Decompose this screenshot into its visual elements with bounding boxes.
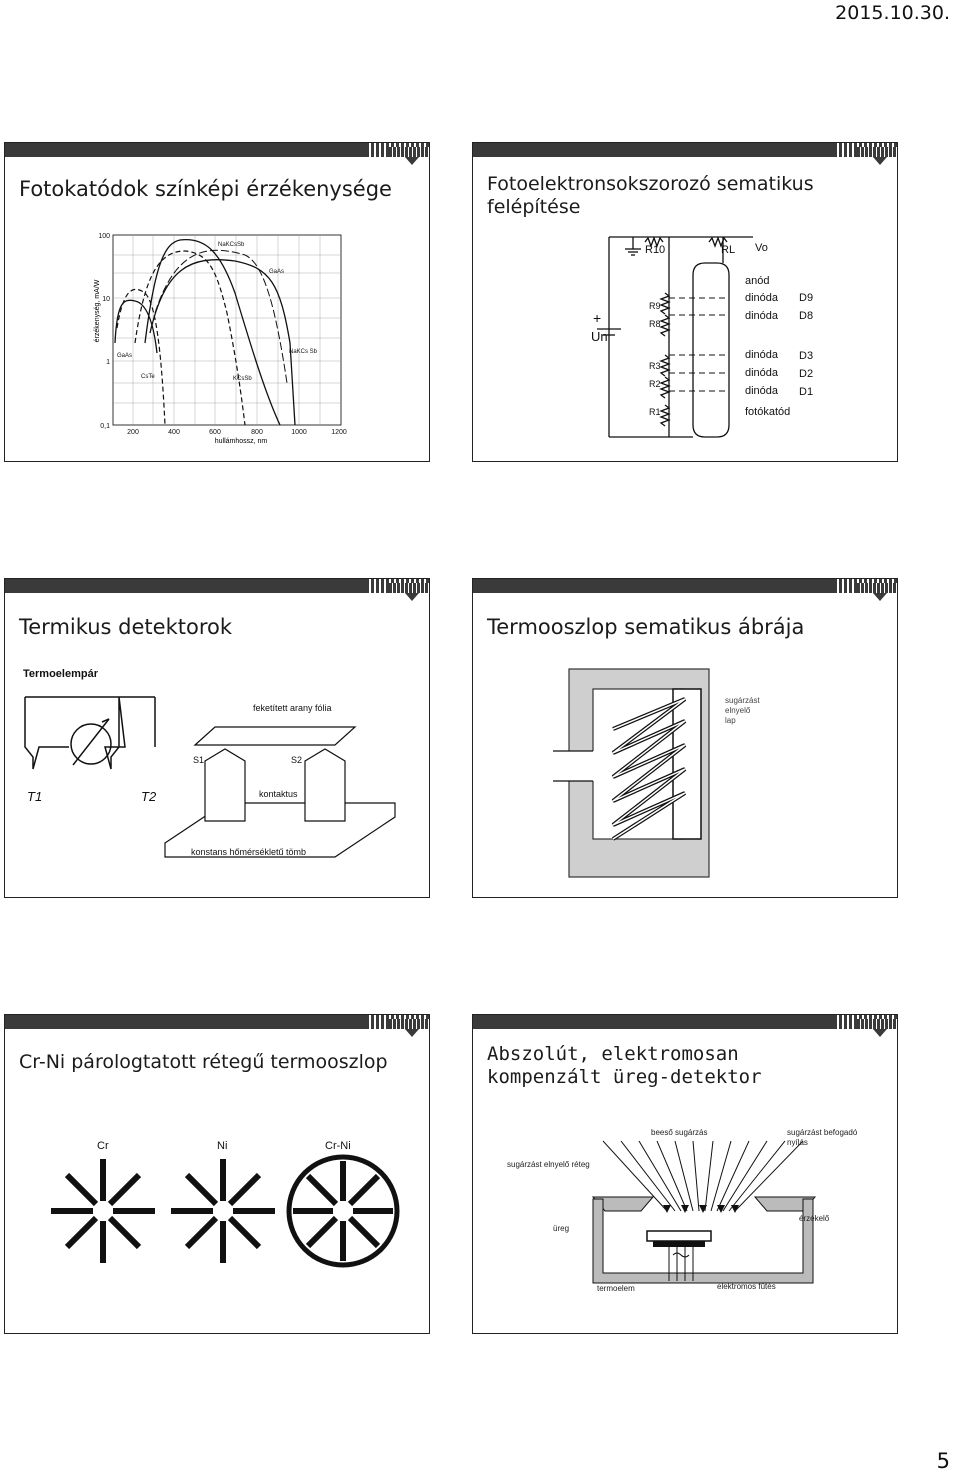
label-thermocouple: termoelem <box>597 1284 635 1293</box>
label-heating: elektromos fűtés <box>717 1282 776 1291</box>
label-aperture: sugárzást befogadó <box>787 1128 858 1137</box>
slide-header-bar <box>473 143 897 157</box>
x-tick: 1200 <box>331 429 347 436</box>
label-d9: D9 <box>799 292 813 304</box>
label-un: Un <box>591 329 608 344</box>
label-s2: S2 <box>291 755 302 765</box>
label-sensor: érzékelő <box>799 1214 830 1223</box>
slide-header-bar <box>5 143 429 157</box>
crni-patterns: Cr Ni Cr-Ni <box>51 1140 400 1268</box>
absorber-label: sugárzást <box>725 696 760 705</box>
x-tick: 400 <box>168 429 180 436</box>
label-r10: R10 <box>645 244 665 256</box>
label-r2: R2 <box>649 379 661 389</box>
label-ni: Ni <box>217 1140 227 1152</box>
label-rl: RL <box>721 244 735 256</box>
slide-title-line: Abszolút, elektromosan <box>487 1043 739 1065</box>
curve-gaas-2 <box>114 299 158 354</box>
curve-label: CsTe <box>141 374 155 380</box>
label-s1: S1 <box>193 755 204 765</box>
label-r8: R8 <box>649 319 661 329</box>
label-d3: D3 <box>799 350 813 362</box>
slide-header-bar <box>5 579 429 593</box>
absorber-label: elnyelő <box>725 706 751 715</box>
curve-label: GaAs <box>117 353 132 359</box>
page-number: 5 <box>936 1449 950 1473</box>
label-r3: R3 <box>649 361 661 371</box>
label-photocathode: fotókatód <box>745 406 790 418</box>
label-contact: kontaktus <box>259 789 298 799</box>
cr-pattern <box>51 1159 155 1263</box>
crni-pattern <box>286 1154 400 1268</box>
curve-nakcssb-2 <box>154 249 288 384</box>
curve-nakcssb <box>144 238 281 426</box>
label-dynode: dinóda <box>745 385 779 397</box>
curve-cste <box>116 288 166 426</box>
ni-pattern <box>171 1159 275 1263</box>
absorber-label: lap <box>725 716 736 725</box>
label-r9: R9 <box>649 301 661 311</box>
slide-title: Termikus detektorok <box>19 615 233 639</box>
label-d2: D2 <box>799 368 813 380</box>
x-axis-label: hullámhossz, nm <box>215 438 268 445</box>
label-crni: Cr-Ni <box>325 1140 351 1152</box>
slide-cavity-detector: Abszolút, elektromosan kompenzált üreg-d… <box>472 1014 898 1334</box>
x-tick: 600 <box>209 429 221 436</box>
slide-header-bar <box>473 1015 897 1029</box>
print-date: 2015.10.30. <box>835 2 950 24</box>
curve-label: NaKCsSb <box>218 242 245 248</box>
label-t1: T1 <box>27 789 42 804</box>
x-tick: 200 <box>127 429 139 436</box>
label-foil: feketített arany fólia <box>253 703 332 713</box>
slide-title: Fotokatódok színképi érzékenysége <box>19 177 392 201</box>
slide-crni-thermopile: Cr-Ni párologtatott rétegű termooszlop C… <box>4 1014 430 1334</box>
slide-thermopile-schematic: Termooszlop sematikus ábrája sugárzást e… <box>472 578 898 898</box>
label-r1: R1 <box>649 407 661 417</box>
slide-title: Abszolút, elektromosan kompenzált üreg-d… <box>487 1043 762 1089</box>
y-tick: 100 <box>98 233 110 240</box>
label-cavity: üreg <box>553 1224 569 1233</box>
label-aperture: nyílás <box>787 1138 808 1147</box>
curve-gaas <box>149 259 296 426</box>
spectral-sensitivity-chart: NaKCsSb GaAs NaKCs Sb GaAs CsTe KCsSb 20… <box>94 233 347 445</box>
slide-photocathode-sensitivity: Fotokatódok színképi érzékenysége NaKCsS… <box>4 142 430 462</box>
label-absorbing-layer: sugárzást elnyelő réteg <box>507 1160 590 1169</box>
photomultiplier-circuit: R10 RL Vo anód dinóda dinóda dinóda dinó… <box>591 236 813 438</box>
slide-header-bar <box>5 1015 429 1029</box>
x-tick: 800 <box>251 429 263 436</box>
label-vo: Vo <box>755 242 768 254</box>
y-axis-label: érzékenység, mA/W <box>94 279 101 342</box>
label-anode: anód <box>745 275 769 287</box>
slide-thermal-detectors: Termikus detektorok Termoelempár T1 T2 f… <box>4 578 430 898</box>
label-dynode: dinóda <box>745 292 779 304</box>
cavity-detector-diagram: beeső sugárzás sugárzást befogadó nyílás… <box>507 1128 858 1293</box>
slide-title: Cr-Ni párologtatott rétegű termooszlop <box>19 1051 388 1073</box>
label-dynode: dinóda <box>745 310 779 322</box>
label-cr: Cr <box>97 1140 109 1152</box>
thermopile-diagram: sugárzást elnyelő lap <box>553 668 760 878</box>
slide-title: Termooszlop sematikus ábrája <box>487 615 805 639</box>
thermocouple-subtitle: Termoelempár <box>23 668 99 680</box>
thermocouple-diagram: Termoelempár T1 T2 feketített arany fóli… <box>23 668 396 858</box>
curve-kcssb <box>134 250 246 426</box>
label-dynode: dinóda <box>745 367 779 379</box>
curve-label: GaAs <box>269 269 284 275</box>
curve-label: NaKCs Sb <box>289 349 318 355</box>
y-tick: 0,1 <box>100 423 110 430</box>
label-d1: D1 <box>799 386 813 398</box>
label-dynode: dinóda <box>745 349 779 361</box>
slide-title-line: kompenzált üreg-detektor <box>487 1065 762 1088</box>
label-d8: D8 <box>799 310 813 322</box>
label-t2: T2 <box>141 789 157 804</box>
label-incident: beeső sugárzás <box>651 1128 707 1137</box>
x-tick: 1000 <box>291 429 307 436</box>
y-tick: 1 <box>106 359 110 366</box>
slide-photomultiplier-schematic: Fotoelektronsokszorozó sematikus felépít… <box>472 142 898 462</box>
label-plus: + <box>593 310 601 326</box>
slide-title: Fotoelektronsokszorozó sematikus felépít… <box>487 173 814 218</box>
label-block: konstans hőmérsékletű tömb <box>191 847 306 857</box>
y-tick: 10 <box>102 296 110 303</box>
slide-header-bar <box>473 579 897 593</box>
curve-label: KCsSb <box>233 376 252 382</box>
